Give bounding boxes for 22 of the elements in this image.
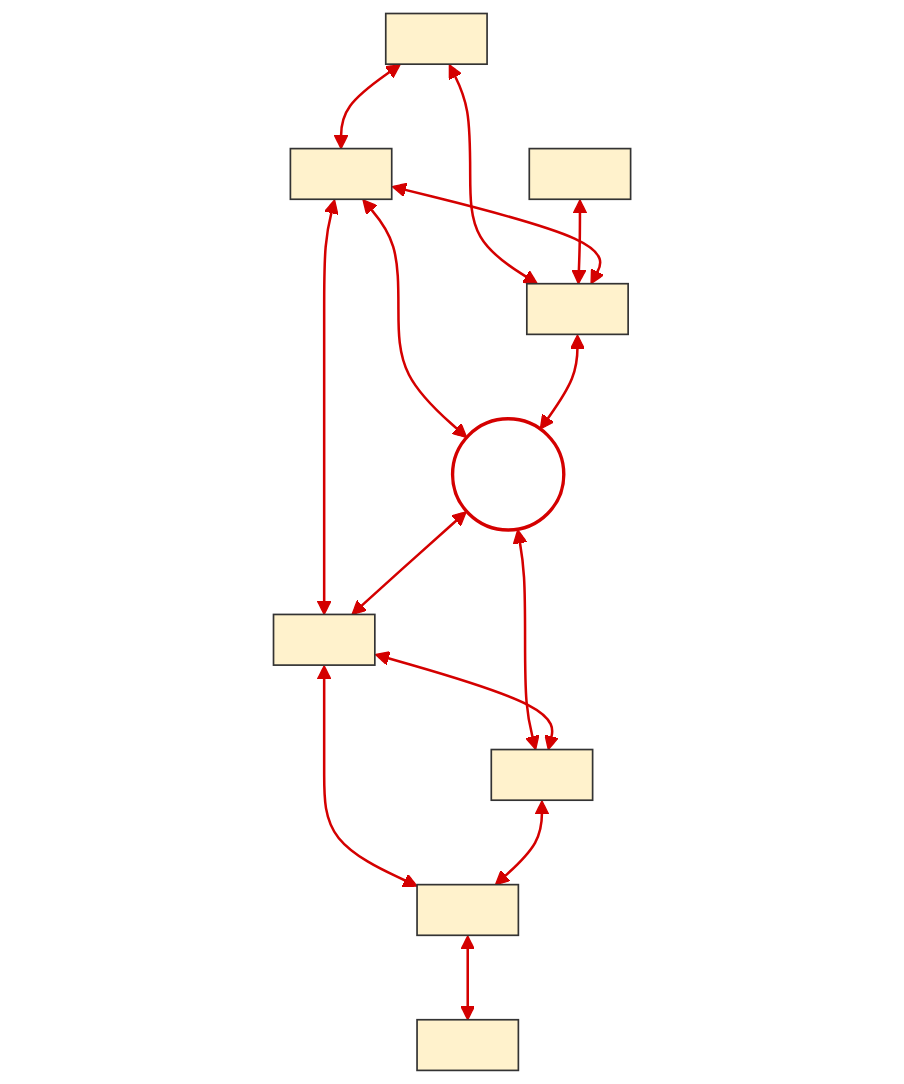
node-box xyxy=(416,1018,520,1072)
node-box xyxy=(528,147,632,201)
node-box xyxy=(384,12,488,66)
node-box xyxy=(416,883,520,937)
arrow xyxy=(571,199,588,285)
arrow xyxy=(351,511,467,616)
arrow xyxy=(512,529,540,751)
node-box xyxy=(490,748,594,802)
arrow xyxy=(391,182,604,285)
node-circle xyxy=(450,417,566,532)
node-box xyxy=(525,282,629,336)
arrow xyxy=(316,665,418,888)
arrow xyxy=(494,800,550,886)
arrow xyxy=(539,334,585,430)
arrow xyxy=(374,651,559,751)
arrow xyxy=(460,935,476,1021)
arrow xyxy=(448,64,538,285)
arrow xyxy=(333,63,401,150)
node-box xyxy=(272,613,376,666)
arrow xyxy=(362,199,468,439)
node-box xyxy=(289,147,393,201)
arrow xyxy=(316,199,339,616)
